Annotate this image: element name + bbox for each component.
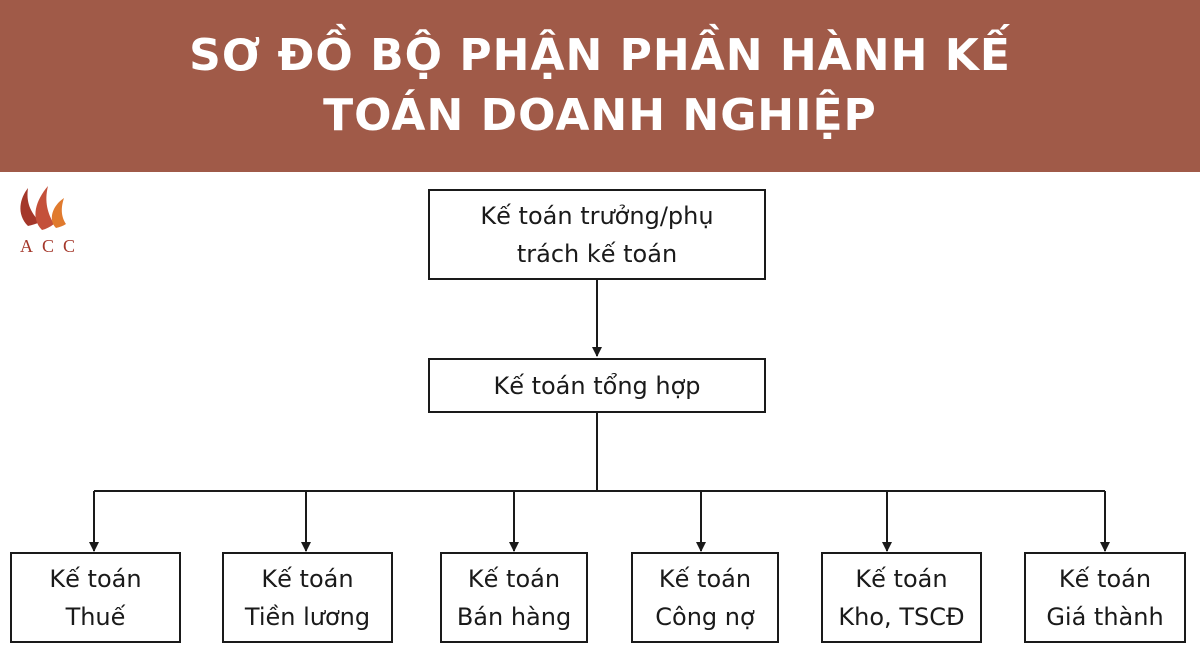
node-cost-accountant-line-2: Giá thành	[1046, 602, 1164, 631]
node-warehouse-accountant: Kế toán Kho, TSCĐ	[821, 552, 982, 643]
node-debt-accountant: Kế toán Công nợ	[631, 552, 779, 643]
node-tax-accountant-line-1: Kế toán	[49, 564, 142, 593]
acc-logo: ACC	[14, 178, 85, 262]
node-sales-accountant-line-2: Bán hàng	[456, 602, 572, 631]
page-title-line-2: TOÁN DOANH NGHIỆP	[323, 90, 877, 141]
flame-logo-icon	[20, 186, 66, 230]
node-cost-accountant: Kế toán Giá thành	[1024, 552, 1186, 643]
node-warehouse-accountant-line-1: Kế toán	[855, 564, 948, 593]
node-payroll-accountant-line-2: Tiền lương	[244, 602, 371, 631]
header-banner: SƠ ĐỒ BỘ PHẬN PHẦN HÀNH KẾ TOÁN DOANH NG…	[0, 0, 1200, 172]
node-warehouse-accountant-line-2: Kho, TSCĐ	[838, 602, 965, 631]
node-cost-accountant-line-1: Kế toán	[1058, 564, 1152, 593]
node-payroll-accountant: Kế toán Tiền lương	[222, 552, 393, 643]
logo-text: ACC	[20, 236, 85, 256]
node-general-accountant: Kế toán tổng hợp	[428, 358, 766, 413]
node-tax-accountant: Kế toán Thuế	[10, 552, 181, 643]
node-chief-accountant-line-1: Kế toán trưởng/phụ	[480, 201, 714, 230]
node-payroll-accountant-line-1: Kế toán	[261, 564, 354, 593]
node-tax-accountant-line-2: Thuế	[65, 602, 126, 631]
node-debt-accountant-line-2: Công nợ	[655, 602, 755, 631]
node-sales-accountant-line-1: Kế toán	[467, 564, 561, 593]
page-title-line-1: SƠ ĐỒ BỘ PHẬN PHẦN HÀNH KẾ	[189, 30, 1011, 81]
node-debt-accountant-line-1: Kế toán	[658, 564, 752, 593]
node-general-accountant-label: Kế toán tổng hợp	[493, 371, 701, 400]
node-sales-accountant: Kế toán Bán hàng	[440, 552, 588, 643]
node-chief-accountant-line-2: trách kế toán	[516, 239, 678, 268]
node-chief-accountant: Kế toán trưởng/phụ trách kế toán	[428, 189, 766, 280]
